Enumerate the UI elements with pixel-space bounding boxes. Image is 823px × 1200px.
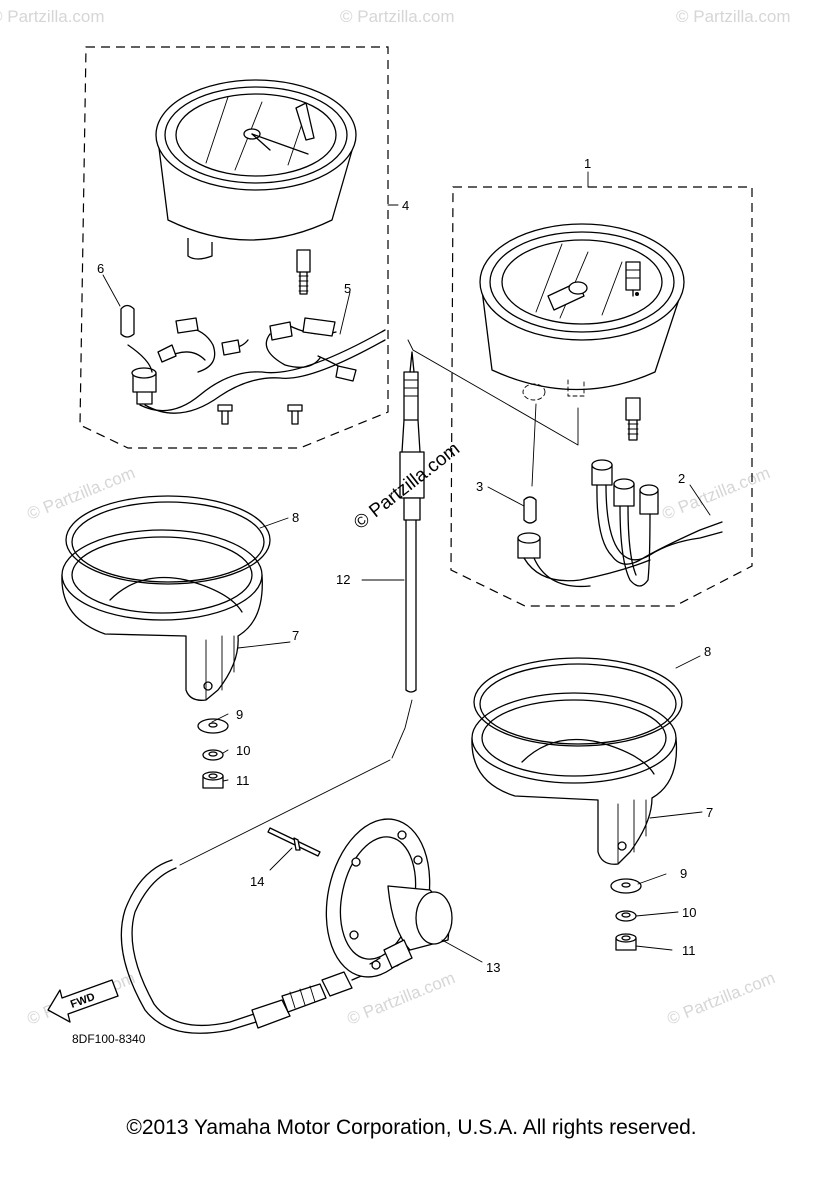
callout-9-left: 9 xyxy=(236,707,243,722)
callout-7-left: 7 xyxy=(292,628,299,643)
cushion-ring-8-right xyxy=(473,657,683,747)
leader-lines xyxy=(102,171,711,963)
watermark: © Partzilla.com xyxy=(659,463,772,524)
diagram-code: 8DF100-8340 xyxy=(72,1032,146,1046)
screw-left-a xyxy=(217,404,233,425)
pin-14 xyxy=(267,827,321,857)
callout-9-right: 9 xyxy=(680,866,687,881)
callout-13: 13 xyxy=(486,960,500,975)
bulb-socket-left xyxy=(131,367,157,405)
watermark: © Partzilla.com xyxy=(676,7,791,26)
callout-10-right: 10 xyxy=(682,905,696,920)
wire-harness-2 xyxy=(517,459,723,588)
callout-11-right: 11 xyxy=(682,943,696,958)
watermark: © Partzilla.com xyxy=(0,7,105,26)
callouts: 1 2 3 4 5 6 7 7 8 8 9 9 10 10 11 11 12 1… xyxy=(97,156,713,975)
meter-assembly-right xyxy=(479,223,685,441)
parts-diagram: © Partzilla.com © Partzilla.com © Partzi… xyxy=(0,7,791,1046)
copyright-notice: ©2013 Yamaha Motor Corporation, U.S.A. A… xyxy=(126,1116,697,1139)
bulb-3 xyxy=(523,496,537,524)
nut-11-right xyxy=(615,933,637,951)
wire-harness-5 xyxy=(127,317,386,414)
callout-2: 2 xyxy=(678,471,685,486)
assembly-outline-4 xyxy=(79,46,389,449)
bulb-6 xyxy=(120,304,135,338)
watermark: © Partzilla.com xyxy=(664,968,777,1029)
forward-direction-arrow: FWD xyxy=(47,979,119,1023)
washer-9-left xyxy=(197,718,229,734)
watermark: © Partzilla.com xyxy=(344,968,457,1029)
callout-4: 4 xyxy=(402,198,409,213)
callout-8-left: 8 xyxy=(292,510,299,525)
meter-bracket-7-right xyxy=(471,692,678,865)
washer-10-right xyxy=(615,910,637,922)
assembly-outline-1 xyxy=(450,186,753,607)
callout-1: 1 xyxy=(584,156,591,171)
watermark: © Partzilla.com xyxy=(24,463,137,524)
cushion-ring-8-left xyxy=(65,495,271,585)
screw-left-b xyxy=(287,404,303,425)
speedometer-gear-unit-13 xyxy=(325,818,453,978)
callout-8-right: 8 xyxy=(704,644,711,659)
leader-guide xyxy=(407,339,579,487)
nut-11-left xyxy=(202,771,224,789)
callout-11-left: 11 xyxy=(236,773,250,788)
callout-10-left: 10 xyxy=(236,743,250,758)
washer-9-right xyxy=(610,878,642,894)
meter-bracket-7-left xyxy=(61,529,263,701)
callout-7-right: 7 xyxy=(706,805,713,820)
callout-14: 14 xyxy=(250,874,264,889)
callout-12: 12 xyxy=(336,572,350,587)
meter-assembly-left xyxy=(155,79,357,295)
speedometer-cable-12 xyxy=(120,351,425,1034)
watermark: © Partzilla.com xyxy=(340,7,455,26)
callout-5: 5 xyxy=(344,281,351,296)
callout-3: 3 xyxy=(476,479,483,494)
washer-10-left xyxy=(202,749,224,761)
callout-6: 6 xyxy=(97,261,104,276)
